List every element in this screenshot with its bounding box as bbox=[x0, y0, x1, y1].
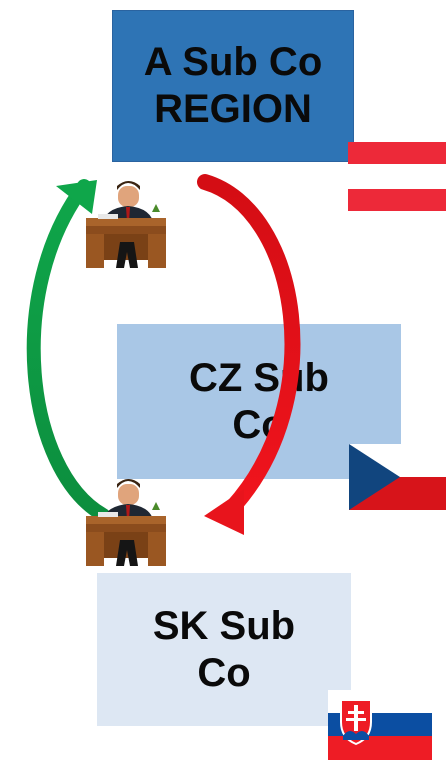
slovakia-flag-icon bbox=[328, 690, 432, 760]
red-arrow-down-icon bbox=[197, 174, 301, 535]
green-arrow-up-icon bbox=[26, 179, 110, 522]
cz-sub-co-box: CZ Sub Co bbox=[117, 324, 401, 479]
businessman-at-desk-icon bbox=[86, 181, 166, 268]
czech-flag-icon bbox=[349, 444, 446, 510]
sk-sub-co-label: SK Sub Co bbox=[152, 603, 296, 695]
austria-flag-icon bbox=[348, 142, 446, 211]
businessman-at-desk-icon bbox=[86, 479, 166, 566]
a-sub-co-region-label: A Sub Co REGION bbox=[143, 40, 323, 131]
a-sub-co-region-box: A Sub Co REGION bbox=[112, 10, 354, 162]
sk-sub-co-box: SK Sub Co bbox=[97, 573, 351, 726]
